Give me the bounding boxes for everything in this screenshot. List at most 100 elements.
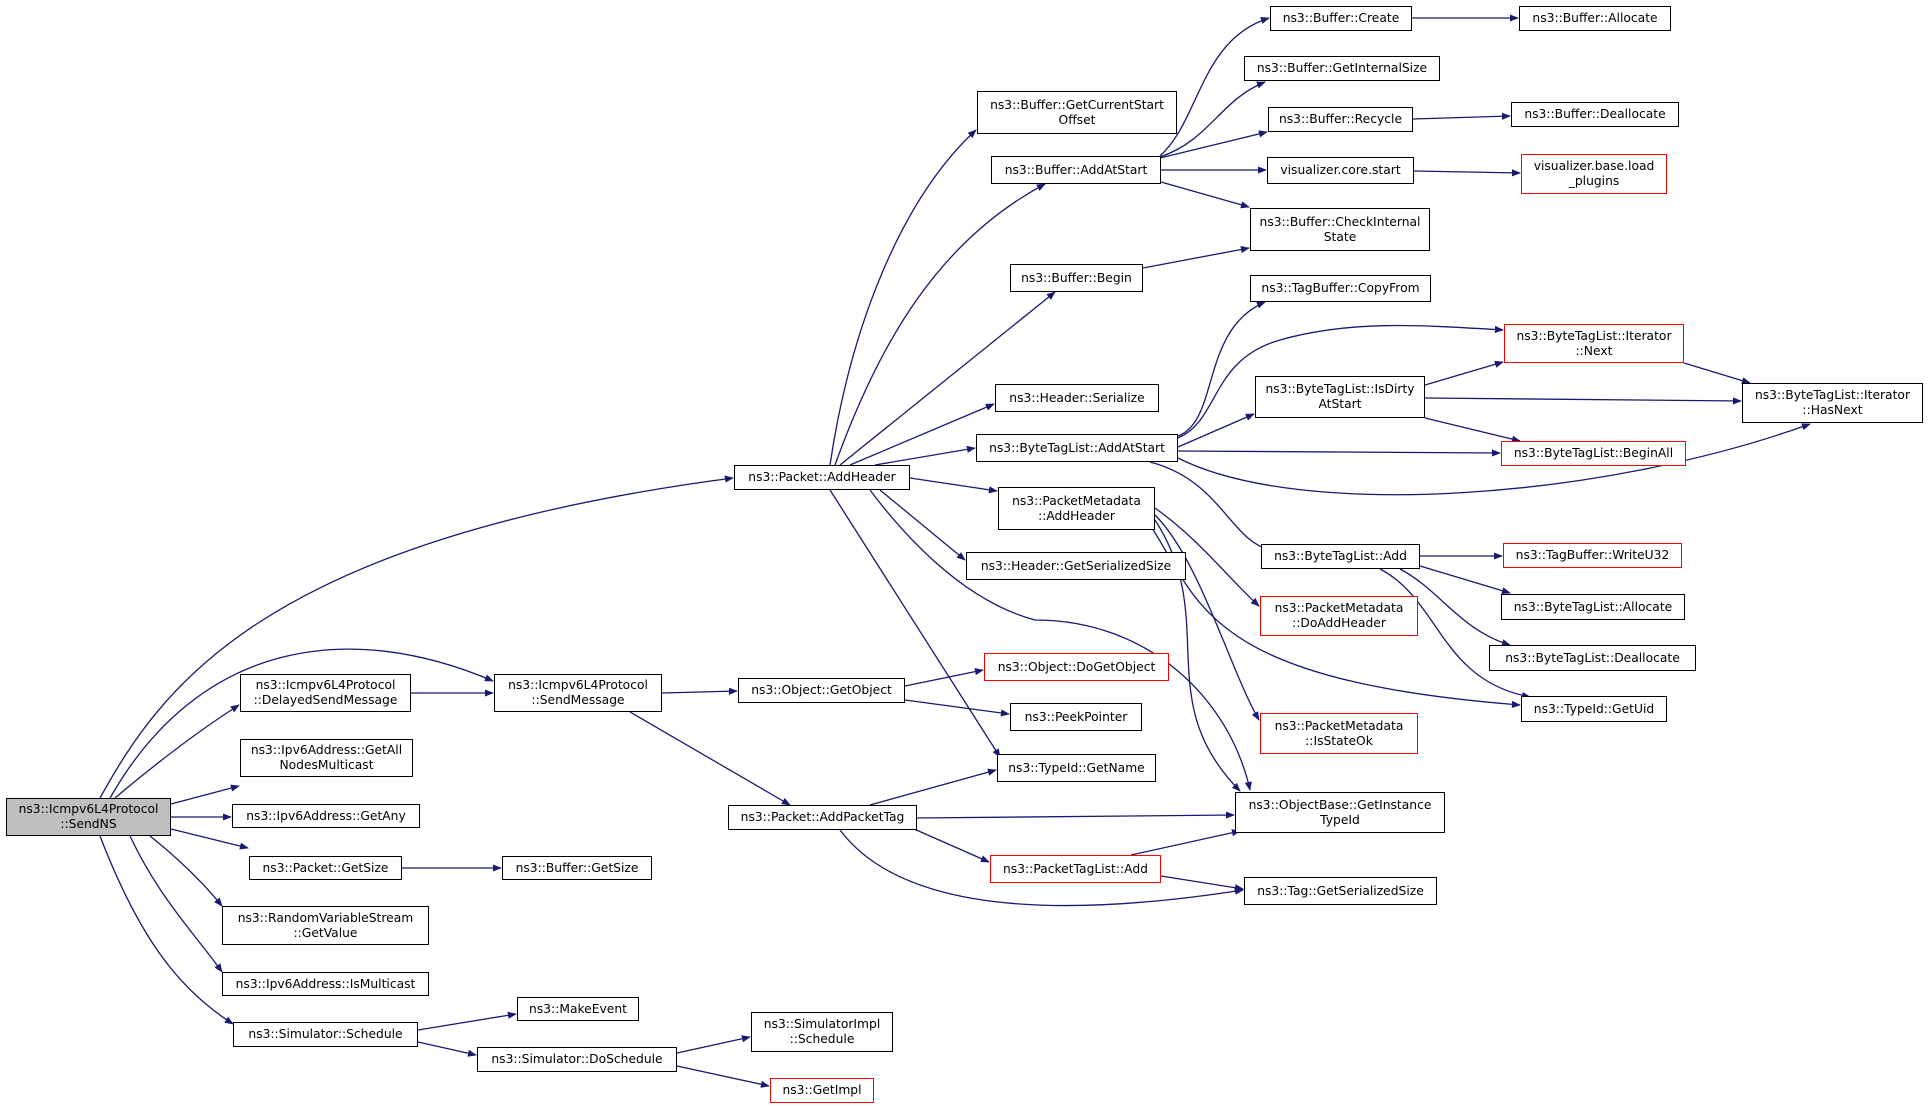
node-bytetaglist-is-dirty-at-start[interactable]: ns3::ByteTagList::IsDirty AtStart — [1255, 376, 1425, 418]
node-packetmetadata-is-state-ok[interactable]: ns3::PacketMetadata ::IsStateOk — [1260, 713, 1418, 754]
call-edge — [114, 704, 240, 799]
node-buffer-recycle[interactable]: ns3::Buffer::Recycle — [1268, 107, 1413, 132]
node-bytetaglist-add-at-start[interactable]: ns3::ByteTagList::AddAtStart — [976, 434, 1178, 462]
node-get-all-nodes-multicast[interactable]: ns3::Ipv6Address::GetAll NodesMulticast — [240, 739, 413, 777]
call-edge — [1177, 423, 1811, 496]
call-edge — [1154, 507, 1260, 607]
call-edge — [109, 648, 494, 799]
call-edge — [839, 829, 1244, 907]
call-edge — [1683, 362, 1751, 385]
node-buffer-check-internal-state[interactable]: ns3::Buffer::CheckInternal State — [1250, 208, 1430, 251]
node-packet-get-size[interactable]: ns3::Packet::GetSize — [249, 856, 402, 880]
node-get-impl[interactable]: ns3::GetImpl — [770, 1078, 874, 1103]
call-edge — [1424, 417, 1521, 443]
node-buffer-get-size[interactable]: ns3::Buffer::GetSize — [502, 856, 652, 880]
call-edge — [829, 489, 1001, 758]
node-tagbuffer-write-u32[interactable]: ns3::TagBuffer::WriteU32 — [1503, 543, 1682, 568]
node-buffer-allocate[interactable]: ns3::Buffer::Allocate — [1519, 6, 1671, 31]
call-edge — [1424, 397, 1742, 405]
node-typeid-get-uid[interactable]: ns3::TypeId::GetUid — [1521, 696, 1667, 722]
node-peek-pointer[interactable]: ns3::PeekPointer — [1010, 703, 1142, 731]
node-buffer-add-at-start[interactable]: ns3::Buffer::AddAtStart — [991, 156, 1161, 184]
call-edge — [869, 768, 997, 806]
call-edge — [1130, 829, 1241, 856]
node-packet-add-packet-tag[interactable]: ns3::Packet::AddPacketTag — [728, 805, 917, 830]
call-edge — [149, 835, 223, 907]
call-edge — [904, 699, 1010, 717]
node-packetmetadata-add-header[interactable]: ns3::PacketMetadata ::AddHeader — [998, 487, 1155, 530]
call-edge — [1424, 360, 1504, 386]
call-edge — [1154, 514, 1260, 721]
node-bytetaglist-allocate[interactable]: ns3::ByteTagList::Allocate — [1501, 594, 1685, 620]
node-packet-add-header[interactable]: ns3::Packet::AddHeader — [734, 465, 910, 490]
node-delayed-send-message[interactable]: ns3::Icmpv6L4Protocol ::DelayedSendMessa… — [240, 674, 411, 712]
call-edge — [1159, 81, 1266, 158]
call-edge — [834, 183, 1046, 466]
node-object-get-object[interactable]: ns3::Object::GetObject — [738, 678, 905, 703]
node-simulator-do-schedule[interactable]: ns3::Simulator::DoSchedule — [477, 1047, 677, 1072]
call-edge — [1412, 112, 1511, 120]
call-edge — [829, 129, 977, 466]
call-edge — [170, 784, 240, 805]
node-packetmetadata-do-add-header[interactable]: ns3::PacketMetadata ::DoAddHeader — [1260, 596, 1418, 636]
call-edge — [417, 1041, 477, 1057]
node-simulatorimpl-schedule[interactable]: ns3::SimulatorImpl ::Schedule — [751, 1012, 893, 1052]
call-edge — [916, 811, 1235, 819]
node-objectbase-get-instance-type-id[interactable]: ns3::ObjectBase::GetInstance TypeId — [1235, 792, 1445, 833]
node-header-serialize[interactable]: ns3::Header::Serialize — [995, 384, 1159, 412]
node-typeid-get-name[interactable]: ns3::TypeId::GetName — [997, 754, 1156, 782]
node-header-get-serialized-size[interactable]: ns3::Header::GetSerializedSize — [966, 552, 1186, 580]
node-random-get-value[interactable]: ns3::RandomVariableStream ::GetValue — [222, 906, 429, 945]
node-get-any[interactable]: ns3::Ipv6Address::GetAny — [232, 804, 420, 828]
node-object-do-get-object[interactable]: ns3::Object::DoGetObject — [984, 653, 1169, 681]
call-edge — [874, 445, 976, 466]
call-edge — [904, 668, 984, 687]
call-edge — [1399, 568, 1511, 647]
node-sendns: ns3::Icmpv6L4Protocol ::SendNS — [6, 798, 171, 836]
call-edge — [1149, 461, 1271, 552]
node-bytetaglist-iterator-next[interactable]: ns3::ByteTagList::Iterator ::Next — [1504, 324, 1684, 363]
call-edge — [909, 477, 998, 494]
node-is-multicast[interactable]: ns3::Ipv6Address::IsMulticast — [222, 972, 429, 996]
node-buffer-get-current-start-offset[interactable]: ns3::Buffer::GetCurrentStart Offset — [977, 91, 1177, 134]
node-bytetaglist-add[interactable]: ns3::ByteTagList::Add — [1261, 544, 1420, 569]
node-bytetaglist-begin-all[interactable]: ns3::ByteTagList::BeginAll — [1501, 441, 1686, 466]
call-edge — [1159, 17, 1270, 157]
node-make-event[interactable]: ns3::MakeEvent — [517, 997, 639, 1021]
call-edge — [170, 828, 249, 850]
call-edge — [1419, 565, 1511, 595]
call-edge — [99, 835, 234, 1025]
call-edge — [1177, 324, 1504, 439]
node-bytetaglist-iterator-has-next[interactable]: ns3::ByteTagList::Iterator ::HasNext — [1742, 383, 1923, 423]
node-buffer-get-internal-size[interactable]: ns3::Buffer::GetInternalSize — [1244, 56, 1440, 81]
node-buffer-deallocate[interactable]: ns3::Buffer::Deallocate — [1511, 102, 1679, 127]
call-edge — [629, 711, 791, 806]
call-edge — [1142, 245, 1250, 269]
node-visualizer-base-load-plugins[interactable]: visualizer.base.load _plugins — [1521, 154, 1667, 194]
node-simulator-schedule[interactable]: ns3::Simulator::Schedule — [233, 1022, 418, 1047]
call-edge — [1177, 449, 1501, 457]
call-edge — [1160, 181, 1250, 209]
call-edge — [676, 1065, 770, 1088]
node-bytetaglist-deallocate[interactable]: ns3::ByteTagList::Deallocate — [1489, 645, 1696, 671]
call-edge — [676, 1035, 751, 1054]
node-visualizer-core-start[interactable]: visualizer.core.start — [1267, 157, 1414, 184]
node-tag-get-serialized-size[interactable]: ns3::Tag::GetSerializedSize — [1244, 877, 1437, 905]
call-edge — [1379, 568, 1531, 700]
call-edge — [99, 475, 734, 799]
call-edge — [849, 403, 995, 466]
node-buffer-begin[interactable]: ns3::Buffer::Begin — [1010, 264, 1143, 292]
call-edge — [1160, 875, 1244, 892]
node-tagbuffer-copy-from[interactable]: ns3::TagBuffer::CopyFrom — [1250, 275, 1431, 302]
call-edge — [1177, 413, 1255, 448]
node-packettaglist-add[interactable]: ns3::PacketTagList::Add — [990, 855, 1161, 883]
call-edge — [879, 489, 966, 561]
node-buffer-create[interactable]: ns3::Buffer::Create — [1270, 6, 1412, 31]
call-edge — [1413, 169, 1521, 177]
node-send-message[interactable]: ns3::Icmpv6L4Protocol ::SendMessage — [494, 674, 662, 712]
call-edge — [417, 1011, 517, 1031]
call-edge — [904, 824, 990, 863]
call-edge — [869, 489, 1252, 791]
